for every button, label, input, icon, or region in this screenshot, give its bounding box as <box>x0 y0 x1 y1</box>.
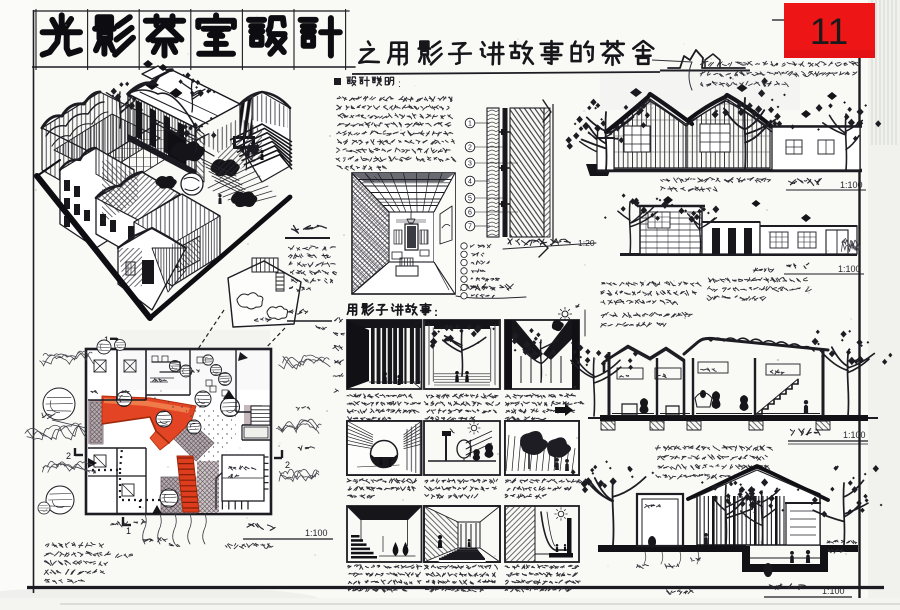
svg-text:3: 3 <box>468 161 472 168</box>
svg-text:11: 11 <box>810 11 848 52</box>
svg-text:1:20: 1:20 <box>578 238 595 248</box>
svg-text:2: 2 <box>468 145 472 152</box>
svg-text:2: 2 <box>285 460 290 470</box>
svg-text:2: 2 <box>66 451 71 461</box>
svg-text:7: 7 <box>468 224 472 231</box>
svg-text:1:100: 1:100 <box>838 264 861 274</box>
svg-text::: : <box>434 305 438 319</box>
svg-text:1:100: 1:100 <box>840 180 863 190</box>
svg-text:1:100: 1:100 <box>822 586 845 596</box>
svg-text:6: 6 <box>468 210 472 217</box>
svg-text:1: 1 <box>126 526 131 536</box>
svg-text:4: 4 <box>468 179 472 186</box>
svg-text::: : <box>398 79 401 90</box>
svg-text:1:100: 1:100 <box>843 430 866 440</box>
svg-text:5: 5 <box>468 196 472 203</box>
svg-text:1: 1 <box>468 121 472 128</box>
svg-text:1:100: 1:100 <box>305 528 328 538</box>
